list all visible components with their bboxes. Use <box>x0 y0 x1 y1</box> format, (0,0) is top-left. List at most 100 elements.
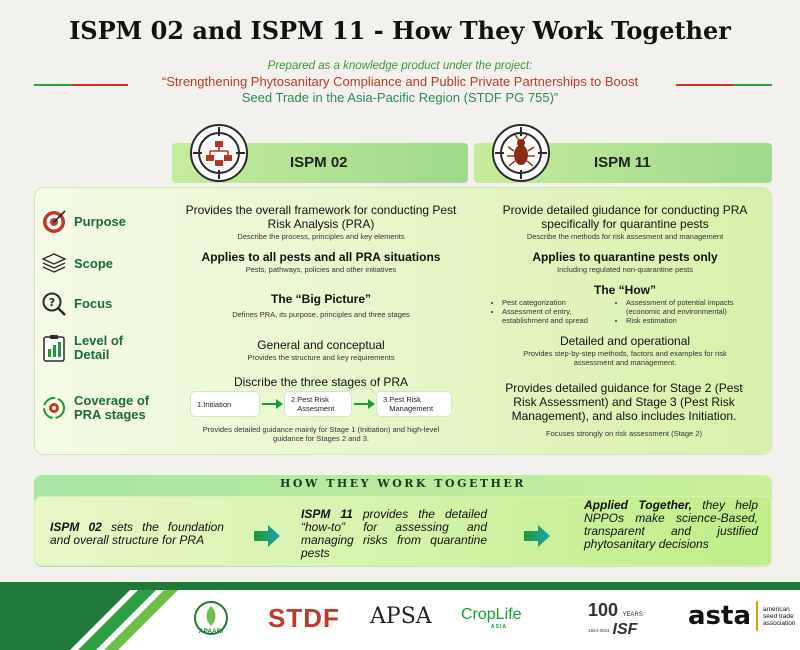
list-item: Risk estimation <box>626 316 764 325</box>
asta-name: american seed trade association <box>763 606 796 627</box>
stdf-text: STDF <box>268 603 340 633</box>
stage-line: 3.Pest Risk <box>383 395 421 404</box>
together-point-1-text: sets the foundation and overall structur… <box>50 520 224 547</box>
stage-line: Management <box>389 404 434 413</box>
together-point-1: ISPM 02 sets the foundation and overall … <box>50 521 224 547</box>
row-label-coverage: Coverage of PRA stages <box>40 394 149 422</box>
project-title-line1: “Strengthening Phytosanitary Compliance … <box>161 74 639 89</box>
stage-line: Assesment <box>297 404 335 413</box>
together-point-3: Applied Together, they help NPPOs make s… <box>584 499 758 551</box>
row-label-text: Scope <box>74 256 114 271</box>
cell-sub: Provides step-by-step methods, factors a… <box>523 349 727 367</box>
cell-main: Provides the overall framework for condu… <box>185 203 457 231</box>
page-title: ISPM 02 and ISPM 11 - How They Work Toge… <box>69 16 731 45</box>
row-label-purpose: Purpose <box>40 208 126 236</box>
column-header-ispm11-label: ISPM 11 <box>594 154 651 171</box>
asta-line: american <box>763 605 790 613</box>
cell-main: Discribe the three stages of PRA <box>233 375 409 389</box>
row-label-scope: Scope <box>40 250 113 278</box>
asta-line: association <box>763 619 796 627</box>
pra-stages-flow: 1.Initiation 2.Pest Risk Assesment 3.Pes… <box>190 391 452 417</box>
footer-stripes <box>0 590 178 650</box>
cell-sub: Provides the structure and key requireme… <box>247 353 395 362</box>
purpose-ispm11-cell: Provide detailed giudance for conducting… <box>484 203 766 241</box>
asta-divider <box>756 601 758 631</box>
cell-main: Detailed and operational <box>559 334 691 348</box>
detail-ispm02-cell: General and conceptual Provides the stru… <box>180 338 462 362</box>
croplife-text: CropLife <box>461 606 522 623</box>
row-label-line2: PRA stages <box>74 407 146 422</box>
focus-bullets-a: Pest categorization Assessment of entry,… <box>494 298 610 325</box>
together-point-3-bold: Applied Together, <box>584 498 692 512</box>
scope-ispm11-cell: Applies to quarantine pests only Includi… <box>484 250 766 274</box>
cell-sub: Including regulated non-quarantine pests <box>557 265 693 274</box>
isf-range: 1924-2024 <box>588 627 610 633</box>
stage-line: 2.Pest Risk <box>291 395 329 404</box>
apsa-logo: APSA <box>370 604 432 629</box>
coverage-ispm11-cell: Provides detailed guidance for Stage 2 (… <box>496 381 752 438</box>
focus-ispm11-cell: The “How” <box>484 283 766 297</box>
magnifier-question-icon: ? <box>40 290 68 318</box>
row-label-focus: ? Focus <box>40 290 112 318</box>
row-label-text: Purpose <box>74 214 127 229</box>
row-label-text: Coverage of PRA stages <box>74 394 149 422</box>
cell-sub: Describe the process, principles and key… <box>237 232 405 241</box>
list-item: Assessment of potential impacts (economi… <box>626 298 764 316</box>
together-point-1-bold: ISPM 02 <box>50 520 102 534</box>
cell-sub: Defines PRA, its purpose, principles and… <box>232 310 410 319</box>
row-label-line1: Coverage of <box>74 393 150 408</box>
cell-sub: Pests, pathways, policies and other init… <box>245 265 397 274</box>
list-item: Pest categorization <box>502 298 610 307</box>
clipboard-chart-icon <box>40 334 68 362</box>
arrow-right-icon <box>352 399 376 409</box>
stdf-logo: STDF <box>268 603 340 634</box>
cell-sub: Describe the methods for risk assesment … <box>526 232 724 241</box>
together-title: HOW THEY WORK TOGETHER <box>280 477 526 490</box>
arrow-right-icon <box>260 399 284 409</box>
isf-years: YEARS <box>622 612 643 618</box>
stage-management: 3.Pest Risk Management <box>376 391 452 417</box>
flowchart-target-icon <box>190 124 248 182</box>
coverage-ispm02-title: Discribe the three stages of PRA <box>180 375 462 389</box>
together-point-2: ISPM 11 provides the detailed “how-to” f… <box>301 508 487 560</box>
prepared-note: Prepared as a knowledge product under th… <box>267 60 533 72</box>
footer-band <box>0 582 800 590</box>
apaari-text: APAARI <box>199 628 224 635</box>
stage-initiation: 1.Initiation <box>190 391 260 417</box>
croplife-logo: CropLife ASIA <box>461 606 521 630</box>
cell-main: Provide detailed giudance for conducting… <box>502 203 748 231</box>
cell-main: Applies to quarantine pests only <box>532 250 718 264</box>
purpose-ispm02-cell: Provides the overall framework for condu… <box>180 203 462 241</box>
stage-assessment: 2.Pest Risk Assesment <box>284 391 352 417</box>
list-item: Assessment of entry, establishment and s… <box>502 307 610 325</box>
column-header-ispm02-label: ISPM 02 <box>290 154 348 171</box>
cell-main: The “Big Picture” <box>270 292 371 306</box>
together-point-3-text: they help NPPOs make science-Based, tran… <box>584 498 758 551</box>
croplife-sub: ASIA <box>491 624 507 630</box>
focus-ispm02-cell: The “Big Picture” Defines PRA, its purpo… <box>180 292 462 319</box>
cell-sub: Provides detailed guidance mainly for St… <box>202 425 440 443</box>
apaari-logo: APAARI <box>192 600 230 641</box>
row-label-detail: Level of Detail <box>40 334 123 362</box>
cell-main: General and conceptual <box>257 338 385 352</box>
arrow-right-icon <box>524 525 550 547</box>
isf-text: ISF <box>612 621 638 638</box>
asta-line: seed trade <box>763 612 794 620</box>
scope-ispm02-cell: Applies to all pests and all PRA situati… <box>180 250 462 274</box>
project-title: “Strengthening Phytosanitary Compliance … <box>120 74 680 106</box>
together-body <box>34 496 772 566</box>
stack-icon <box>40 250 68 278</box>
isf-number: 100 <box>588 600 619 620</box>
row-label-line2: Detail <box>74 347 110 362</box>
asta-text: asta <box>688 601 751 631</box>
cell-main: The “How” <box>594 283 656 297</box>
gear-cycle-icon <box>40 394 68 422</box>
project-title-line2: Seed Trade in the Asia-Pacific Region (S… <box>241 90 559 105</box>
row-label-text: Level of Detail <box>74 334 123 362</box>
cell-main: Provides detailed guidance for Stage 2 (… <box>505 381 743 423</box>
asta-logo: asta american seed trade association <box>688 601 796 631</box>
detail-ispm11-cell: Detailed and operational Provides step-b… <box>510 334 740 367</box>
row-label-line1: Level of <box>74 333 124 348</box>
together-point-2-text: provides the detailed “how-to” for asses… <box>301 507 487 560</box>
focus-bullets-b: Assessment of potential impacts (economi… <box>618 298 764 325</box>
